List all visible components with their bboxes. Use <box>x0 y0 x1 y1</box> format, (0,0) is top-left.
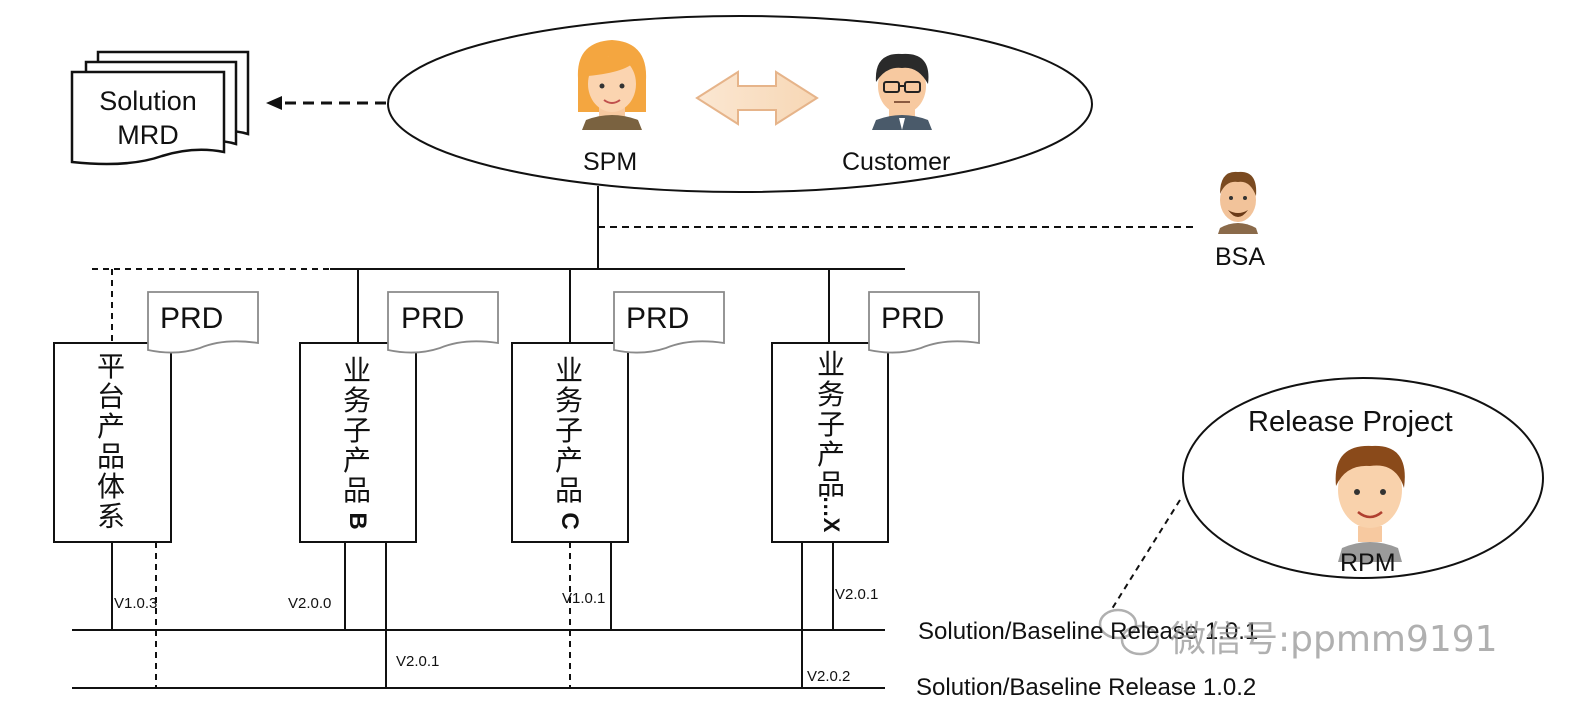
customer-label: Customer <box>842 148 951 176</box>
product-name-platform: 平台产品体系 <box>96 350 125 533</box>
mrd-document-icon <box>70 50 250 166</box>
product-name-c-suffix: C <box>556 512 583 530</box>
release-label-1-0-2: Solution/Baseline Release 1.0.2 <box>916 674 1257 701</box>
prd-label: PRD <box>626 302 690 335</box>
product-name-b: 业务子产品 B <box>342 356 372 536</box>
prd-doc-icon <box>613 291 725 354</box>
spm-customer-ellipse <box>387 15 1093 193</box>
product-box-b <box>299 342 417 543</box>
version-label: V2.0.1 <box>835 586 879 603</box>
bsa-person-icon <box>1218 171 1258 234</box>
customer-person-icon <box>872 53 932 130</box>
product-name-b-text: 业务子产品 <box>342 354 371 507</box>
spm-person-icon <box>577 40 647 130</box>
prd-label: PRD <box>881 302 945 335</box>
product-name-x-suffix: …X <box>819 495 844 533</box>
product-name-c: 业务子产品 C <box>554 356 584 536</box>
version-label: V2.0.0 <box>288 595 332 612</box>
product-box-platform <box>53 342 172 543</box>
version-label: V2.0.2 <box>807 668 851 685</box>
prd-label: PRD <box>160 302 224 335</box>
product-name-b-suffix: B <box>344 512 371 530</box>
product-name-x: 业务子产品 …X <box>816 348 864 533</box>
product-box-x <box>771 342 889 543</box>
spm-label: SPM <box>583 148 638 176</box>
arrow-head-icon <box>266 96 282 110</box>
mrd-label: Solution MRD <box>92 84 204 152</box>
rpm-label: RPM <box>1340 549 1396 577</box>
mrd-line2: MRD <box>117 120 179 150</box>
product-name-c-text: 业务子产品 <box>554 354 583 507</box>
product-name-x-text: 业务子产品 <box>816 348 845 501</box>
double-arrow-icon <box>695 70 819 126</box>
prd-label: PRD <box>401 302 465 335</box>
release-label-1-0-1: Solution/Baseline Release 1.0.1 <box>918 618 1259 645</box>
version-label: V1.0.3 <box>114 595 158 612</box>
release-dashed-line <box>1109 499 1181 613</box>
wechat-icon <box>1098 608 1160 656</box>
watermark-text: 微信号:ppmm9191 <box>1170 619 1498 660</box>
release-project-ellipse <box>1182 377 1544 579</box>
prd-doc-icon <box>147 291 259 354</box>
version-label: V1.0.1 <box>562 590 606 607</box>
bsa-label: BSA <box>1215 243 1266 271</box>
prd-doc-icon <box>387 291 499 354</box>
release-project-title: Release Project <box>1248 406 1453 438</box>
version-label: V2.0.1 <box>396 653 440 670</box>
rpm-person-icon <box>1335 445 1405 562</box>
mrd-line1: Solution <box>99 86 197 116</box>
prd-doc-icon <box>868 291 980 354</box>
